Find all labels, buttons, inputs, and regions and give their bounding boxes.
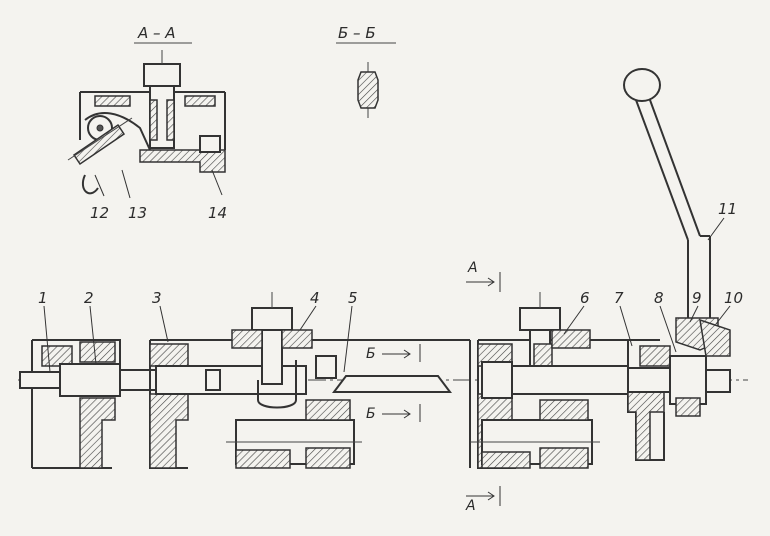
left-housing-wall-bottom <box>79 397 116 469</box>
center-gear-hatch-bottom <box>305 447 351 469</box>
leader-7 <box>619 305 633 347</box>
bolt-head-6 <box>519 307 561 331</box>
right-housing-hatch <box>627 391 665 461</box>
leader-8 <box>659 305 677 353</box>
center-housing-wall-top <box>149 343 189 367</box>
cam-10 <box>699 318 731 357</box>
section-bb-title: Б – Б <box>338 24 376 42</box>
aa-housing-wall-right <box>184 95 216 107</box>
handle-knob <box>623 68 661 102</box>
bolt-4-boss-left <box>231 329 263 349</box>
leader-9 <box>689 305 699 323</box>
leader-14 <box>211 169 223 196</box>
left-bearing-top <box>79 341 116 363</box>
section-bb-view: Б – Б <box>336 24 396 118</box>
callout-5: 5 <box>348 289 358 307</box>
section-a-marker-bottom: А <box>465 498 476 514</box>
section-a-arrow-bottom <box>466 486 501 506</box>
section-b-arrow-lower <box>382 404 421 422</box>
shaft-nut-5 <box>315 355 337 379</box>
callout-13: 13 <box>128 204 147 222</box>
bolt-4-boss-right <box>281 329 313 349</box>
leader-13 <box>121 169 131 199</box>
center-shaft <box>155 365 307 395</box>
key-slider-5 <box>332 375 452 393</box>
leader-6 <box>563 305 585 335</box>
aa-bushing-right <box>166 99 175 141</box>
callout-6: 6 <box>580 289 590 307</box>
control-handle: 11 <box>623 68 737 318</box>
aa-housing-wall-left <box>94 95 131 107</box>
section-aa-title: А – А <box>137 24 176 42</box>
aa-pivot-pin <box>96 124 104 132</box>
aa-rod-12 <box>72 123 126 166</box>
section-a-arrow-top <box>466 272 501 292</box>
right-bearing-top <box>639 345 671 367</box>
callout-7: 7 <box>614 289 624 307</box>
bolt-shank-4 <box>261 329 283 385</box>
callout-12: 12 <box>90 204 109 222</box>
callout-14: 14 <box>208 204 227 222</box>
fork-4 <box>257 360 297 409</box>
aa-foot <box>81 174 99 195</box>
callout-1: 1 <box>38 289 48 307</box>
leader-5 <box>343 305 353 373</box>
bb-key-section <box>357 71 379 109</box>
leader-2 <box>89 305 97 365</box>
center-gear-hatch-left <box>235 449 291 469</box>
center-shaft-collar <box>205 369 221 391</box>
section-a-marker-top: А <box>467 260 478 276</box>
aa-bolt-head <box>143 63 181 87</box>
bolt-head-4 <box>251 307 293 331</box>
section-b-arrow-upper <box>382 344 421 362</box>
section-aa-view: А – А 12 13 14 <box>67 24 227 222</box>
rc-shaft-nut <box>481 361 513 399</box>
aa-base-block <box>139 149 226 173</box>
leader-1 <box>43 305 51 373</box>
leader-3 <box>159 305 169 343</box>
leader-11 <box>707 217 725 241</box>
rc-shaft <box>511 365 629 395</box>
aa-lever <box>84 112 151 151</box>
coupling-8 <box>669 355 707 405</box>
callout-4: 4 <box>310 289 320 307</box>
aa-rod-axis <box>67 117 133 161</box>
aa-screw-14 <box>199 135 221 153</box>
callout-8: 8 <box>654 289 664 307</box>
handle-stem <box>687 235 711 318</box>
aa-bushing-left <box>149 99 158 141</box>
center-gear-hatch-top <box>305 399 351 421</box>
callout-11: 11 <box>718 200 737 218</box>
center-housing-wall-bottom <box>149 393 189 469</box>
leader-4 <box>299 305 317 331</box>
coupling-8-hatch <box>675 397 701 417</box>
section-b-marker-upper: Б <box>366 346 376 362</box>
main-section-view: 1 2 3 4 5 Б Б <box>18 260 748 514</box>
callout-10: 10 <box>724 289 743 307</box>
leader-12 <box>94 174 105 197</box>
bolt-6-boss <box>551 329 591 349</box>
rc-gear-hatch-top <box>539 399 589 421</box>
callout-3: 3 <box>152 289 162 307</box>
callout-9: 9 <box>692 289 702 307</box>
coupling-part-2 <box>59 363 121 397</box>
end-nut <box>705 369 731 393</box>
callout-2: 2 <box>84 289 94 307</box>
rc-gear-hatch-bottom <box>539 447 589 469</box>
section-b-marker-lower: Б <box>366 406 376 422</box>
leader-10 <box>715 305 731 325</box>
handle-lever <box>635 99 701 241</box>
rc-gear-hatch-left <box>481 451 531 469</box>
